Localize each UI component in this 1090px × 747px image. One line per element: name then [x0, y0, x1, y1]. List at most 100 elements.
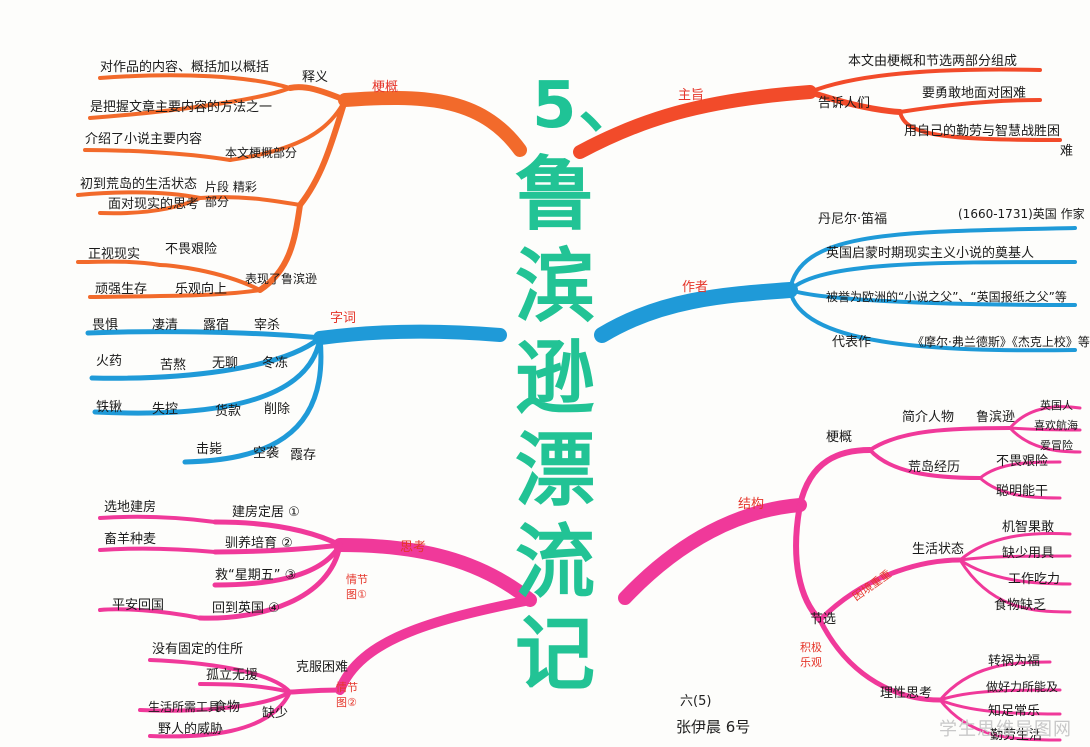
- words-branch-lines: [85, 324, 507, 465]
- structure-s4b-1: 转祸为福: [988, 654, 1041, 669]
- word-r4-1: 击毙: [196, 442, 223, 457]
- thinking-1b: 建房定居 ①: [232, 505, 300, 520]
- thinking-branch-lines: [98, 514, 537, 739]
- theme-line-1: 本文由梗概和节选两部分组成: [848, 54, 1018, 69]
- structure-s1c-2: 喜欢航海: [1034, 419, 1078, 432]
- word-r1-4: 宰杀: [254, 318, 281, 333]
- lesson-number: 5、: [532, 69, 645, 143]
- gist-line-1: 对作品的内容、概括加以概括: [100, 60, 270, 75]
- thinking-sub-overcome: 克服困难: [296, 660, 349, 675]
- theme-line-2: 要勇敢地面对困难: [922, 86, 1027, 101]
- class-signature: 六(5): [680, 694, 712, 709]
- gist-branch-lines: [76, 73, 527, 299]
- title-char-2: 滨: [515, 240, 595, 333]
- structure-s3b-4: 食物缺乏: [994, 598, 1047, 613]
- word-r3-3: 货款: [215, 404, 242, 419]
- gist-line-9: 乐观向上: [175, 282, 228, 297]
- structure-s4b-3: 知足常乐: [988, 704, 1041, 719]
- word-r1-3: 露宿: [203, 318, 230, 333]
- author-line-3: 被誉为欧洲的“小说之父”、“英国报纸之父”等: [826, 290, 1067, 304]
- gist-line-2: 是把握文章主要内容的方法之一: [90, 100, 273, 115]
- word-r2-1: 火药: [96, 354, 123, 369]
- title-char-6: 记: [515, 608, 595, 701]
- gist-line-7: 不畏艰险: [165, 242, 218, 257]
- thinking-4a: 平安回国: [112, 598, 165, 613]
- structure-s4b-2: 做好力所能及: [986, 680, 1059, 694]
- title-char-3: 逊: [515, 332, 595, 425]
- gist-line-5: 面对现实的思考: [108, 197, 200, 212]
- author-name: 丹尼尔·笛福: [818, 212, 888, 227]
- structure-s3b-3: 工作吃力: [1008, 572, 1061, 587]
- structure-note-optimistic: 积极乐观: [800, 641, 822, 669]
- structure-s1: 简介人物: [902, 410, 955, 425]
- word-r2-4: 冬冻: [262, 356, 289, 371]
- structure-s1c-3: 爱冒险: [1040, 439, 1073, 452]
- word-r4-2: 空袭: [253, 446, 280, 461]
- structure-s2b-1: 不畏艰险: [996, 454, 1049, 469]
- word-r3-2: 失控: [152, 402, 179, 417]
- word-r3-4: 削除: [264, 402, 291, 417]
- author-works-label: 代表作: [832, 335, 872, 350]
- gist-line-4: 初到荒岛的生活状态: [80, 177, 198, 192]
- thinking-m3a: 生活所需工具: [148, 700, 221, 714]
- structure-s4: 理性思考: [880, 686, 933, 701]
- structure-branch-lines: [618, 405, 1082, 742]
- author-branch-lines: [594, 226, 1077, 353]
- author-label: 作者: [682, 280, 709, 295]
- theme-sub-tells: 告诉人们: [818, 96, 871, 111]
- theme-line-3: 用自己的勤劳与智慧战胜困: [904, 124, 1061, 139]
- thinking-note-plot-2: 情节图②: [336, 681, 358, 709]
- thinking-1a: 选地建房: [104, 500, 157, 515]
- theme-line-3b: 难: [1060, 144, 1074, 159]
- thinking-m3b: 食物: [214, 700, 241, 715]
- gist-sub-summary-part: 本文梗概部分: [225, 146, 298, 160]
- thinking-2a: 畜羊种麦: [104, 532, 157, 547]
- word-r1-2: 凄清: [152, 318, 179, 333]
- structure-s2: 荒岛经历: [908, 460, 961, 475]
- thinking-m4: 野人的威胁: [158, 722, 224, 737]
- thinking-m3c: 缺少: [262, 706, 289, 721]
- structure-s1c-1: 英国人: [1040, 399, 1073, 412]
- structure-label: 结构: [738, 497, 765, 512]
- title-char-5: 流: [515, 516, 595, 609]
- gist-sub-excerpt: 片段 精彩部分: [205, 180, 257, 209]
- gist-sub-shows: 表现了鲁滨逊: [245, 272, 318, 286]
- structure-s3b-2: 缺少用具: [1002, 546, 1055, 561]
- word-r2-2: 苦熬: [160, 358, 187, 373]
- structure-s3: 生活状态: [912, 542, 965, 557]
- structure-sub-summary: 梗概: [826, 430, 853, 445]
- structure-s4b-4: 勤劳生活: [990, 728, 1043, 743]
- gist-sub-definition: 释义: [302, 70, 329, 85]
- watermark: 学生思维导图网: [939, 719, 1072, 740]
- title-char-4: 漂: [515, 424, 595, 517]
- thinking-label: 思考: [400, 540, 427, 555]
- author-line-2: 英国启蒙时期现实主义小说的奠基人: [826, 246, 1035, 261]
- thinking-4b: 回到英国 ④: [212, 601, 280, 616]
- words-label: 字词: [330, 311, 357, 326]
- theme-branch-lines: [573, 67, 1062, 159]
- thinking-note-plot-1: 情节图①: [346, 573, 368, 601]
- name-signature: 张伊晨 6号: [676, 718, 751, 736]
- word-r1-1: 畏惧: [92, 318, 119, 333]
- gist-label: 梗概: [372, 80, 399, 95]
- structure-s1b: 鲁滨逊: [976, 410, 1016, 425]
- gist-line-3: 介绍了小说主要内容: [85, 132, 203, 147]
- title-char-1: 鲁: [515, 148, 595, 241]
- thinking-m2: 孤立无援: [206, 668, 259, 683]
- structure-sub-excerpt: 节选: [810, 612, 837, 627]
- structure-s2b-2: 聪明能干: [996, 484, 1049, 499]
- gist-line-8: 顽强生存: [95, 282, 148, 297]
- author-years: (1660-1731)英国 作家: [958, 207, 1085, 221]
- theme-label: 主旨: [678, 88, 705, 103]
- thinking-2b: 驯养培育 ②: [225, 536, 293, 551]
- structure-s3b-1: 机智果敢: [1002, 520, 1055, 535]
- thinking-3: 救“星期五” ③: [215, 568, 297, 583]
- author-works: 《摩尔·弗兰德斯》《杰克上校》等: [912, 335, 1090, 349]
- word-r4-3: 霞存: [290, 448, 317, 463]
- thinking-m1: 没有固定的住所: [152, 642, 244, 657]
- gist-line-6: 正视现实: [88, 247, 141, 262]
- word-r2-3: 无聊: [212, 356, 239, 371]
- word-r3-1: 铁锹: [96, 400, 123, 415]
